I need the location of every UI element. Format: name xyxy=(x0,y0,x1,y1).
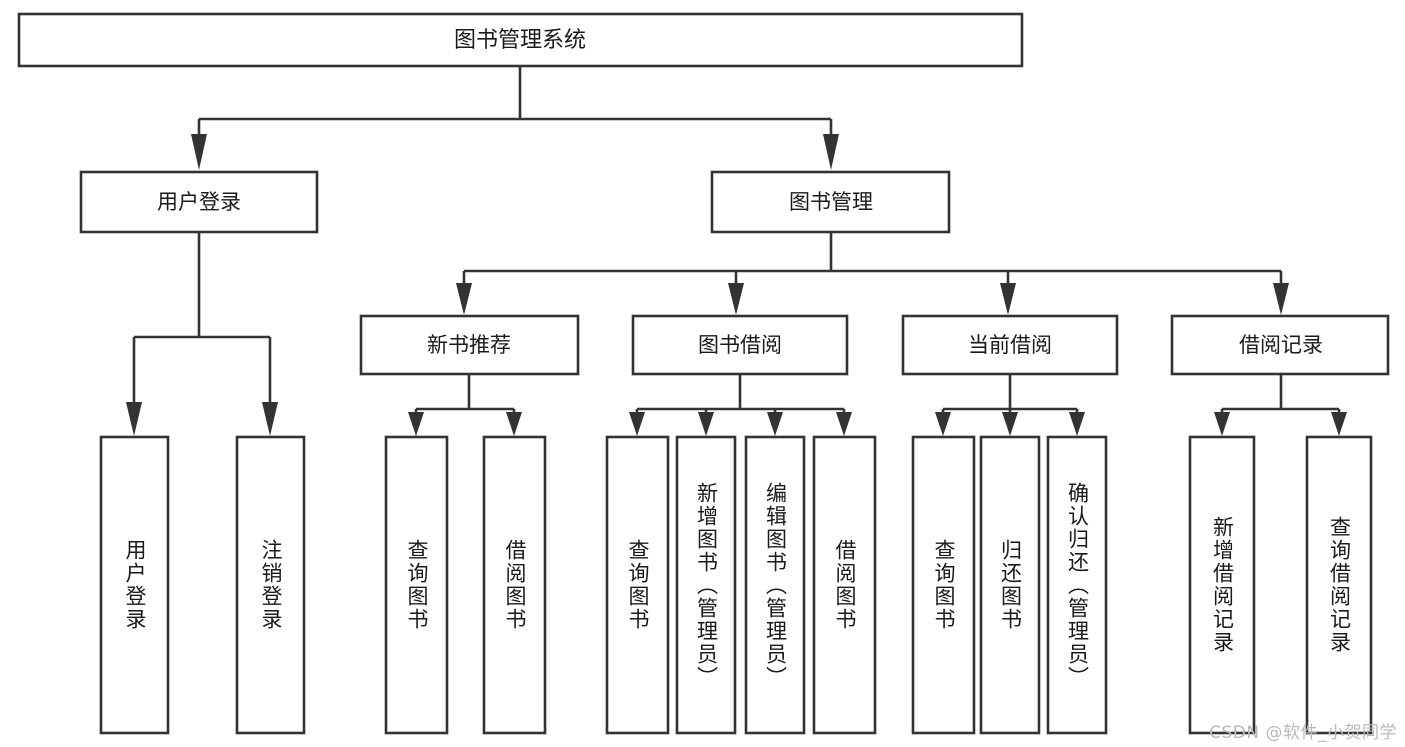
node-borrow-record-label: 借阅记录 xyxy=(1239,333,1323,357)
node-new-book-recommend-label: 新书推荐 xyxy=(427,333,511,357)
arrow-head-leaf-confirm-return xyxy=(1069,412,1085,436)
arrow-head-leaf-add-record xyxy=(1214,412,1230,436)
node-new-book-recommend[interactable]: 新书推荐 xyxy=(359,314,580,376)
arrow-head-leaf-query-book-3 xyxy=(935,412,951,436)
node-user-login-box[interactable] xyxy=(79,170,319,234)
leaf-confirm-return-box[interactable] xyxy=(1046,435,1108,735)
leaf-borrow-book-1-box[interactable] xyxy=(482,435,547,735)
leaf-query-record-box[interactable] xyxy=(1305,435,1373,735)
node-root-box[interactable] xyxy=(17,12,1024,68)
arrow-head-current-borrow xyxy=(1000,283,1016,315)
arrow-head-leaf-user-login xyxy=(126,402,142,436)
arrow-head-leaf-query-record xyxy=(1331,412,1347,436)
node-book-borrow-label: 图书借阅 xyxy=(698,333,782,357)
node-user-login[interactable]: 用户登录 xyxy=(79,170,319,234)
arrow-head-borrow-record xyxy=(1273,283,1289,315)
node-current-borrow[interactable]: 当前借阅 xyxy=(901,314,1119,376)
arrow-head-leaf-query-book-1 xyxy=(408,412,424,436)
leaf-query-book-1-box[interactable] xyxy=(384,435,449,735)
arrow-head-new-book-recommend xyxy=(456,283,472,315)
node-new-book-recommend-box[interactable] xyxy=(359,314,580,376)
leaf-edit-book-box[interactable] xyxy=(744,435,806,735)
arrow-head-book-manage xyxy=(823,134,839,170)
arrow-head-leaf-borrow-book-2 xyxy=(836,412,852,436)
node-current-borrow-label: 当前借阅 xyxy=(968,333,1052,357)
leaf-add-book-box[interactable] xyxy=(675,435,737,735)
connector-group xyxy=(126,66,1347,436)
arrow-head-leaf-query-book-2 xyxy=(629,412,645,436)
node-borrow-record-box[interactable] xyxy=(1170,314,1390,376)
arrow-head-leaf-user-logout xyxy=(262,402,278,436)
node-book-manage-label: 图书管理 xyxy=(789,190,873,214)
node-root-label: 图书管理系统 xyxy=(454,28,586,53)
arrow-head-book-borrow xyxy=(728,283,744,315)
leaf-borrow-book-2-box[interactable] xyxy=(812,435,877,735)
leaf-query-book-2-box[interactable] xyxy=(605,435,670,735)
node-current-borrow-box[interactable] xyxy=(901,314,1119,376)
node-root[interactable]: 图书管理系统 xyxy=(17,12,1024,68)
node-book-borrow[interactable]: 图书借阅 xyxy=(631,314,849,376)
node-borrow-record[interactable]: 借阅记录 xyxy=(1170,314,1390,376)
arrow-head-leaf-edit-book xyxy=(767,412,783,436)
arrow-head-leaf-return-book xyxy=(1002,412,1018,436)
node-user-login-label: 用户登录 xyxy=(157,190,241,214)
arrow-head-leaf-borrow-book-1 xyxy=(506,412,522,436)
arrow-head-leaf-add-book xyxy=(698,412,714,436)
node-book-borrow-box[interactable] xyxy=(631,314,849,376)
leaf-add-record-box[interactable] xyxy=(1188,435,1256,735)
node-book-manage[interactable]: 图书管理 xyxy=(710,170,951,234)
leaf-user-login-box[interactable] xyxy=(99,435,170,735)
leaf-query-book-3-box[interactable] xyxy=(911,435,976,735)
leaf-return-book-box[interactable] xyxy=(979,435,1041,735)
leaf-user-logout-box[interactable] xyxy=(235,435,306,735)
leaf-box-group xyxy=(99,435,1373,735)
csdn-watermark: CSDN @软件_小贺同学 xyxy=(1209,723,1397,743)
node-book-manage-box[interactable] xyxy=(710,170,951,234)
arrow-head-user-login xyxy=(191,134,207,170)
